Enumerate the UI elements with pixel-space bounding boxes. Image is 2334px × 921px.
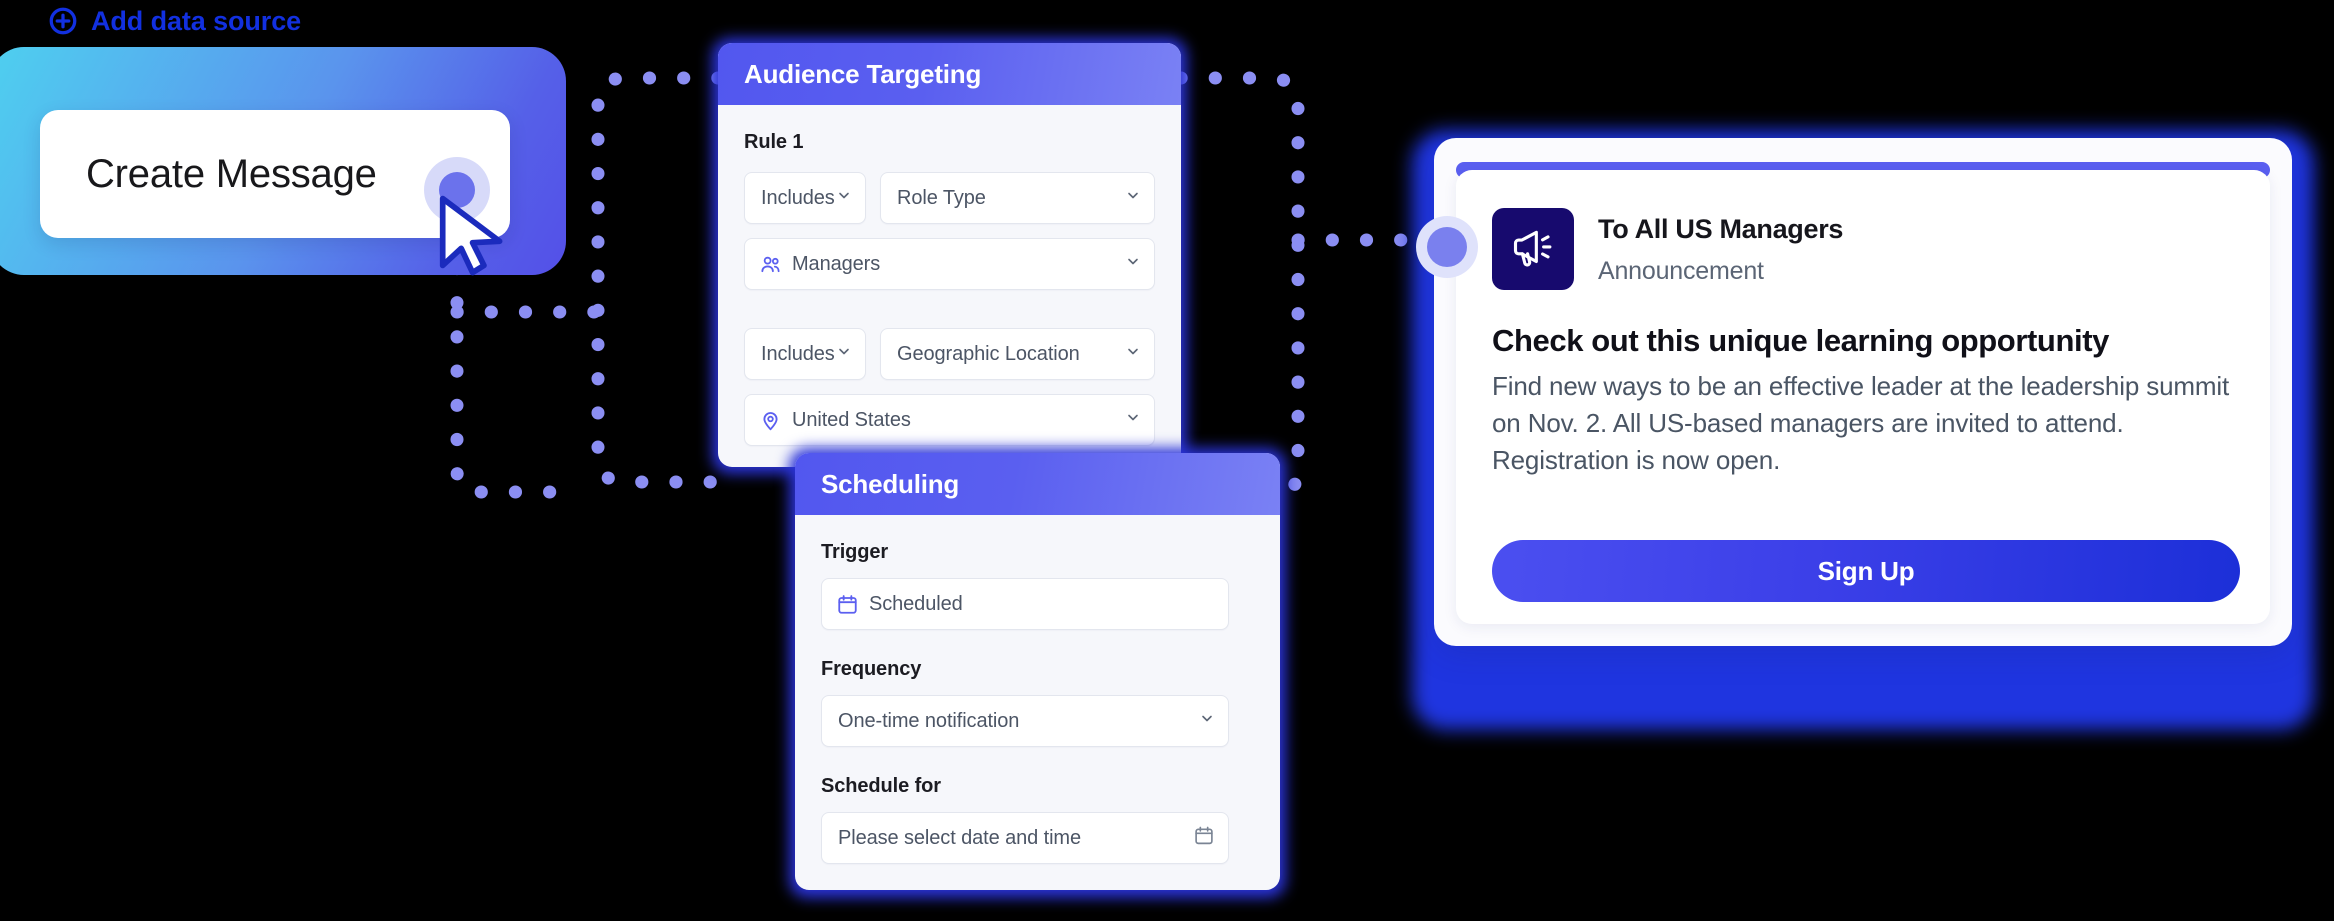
create-message-label: Create Message <box>86 151 377 196</box>
scheduling-panel: Scheduling Trigger Scheduled Frequency O… <box>795 453 1280 890</box>
calendar-icon <box>836 593 859 616</box>
announcement-body-text: Find new ways to be an effective leader … <box>1492 371 2230 475</box>
announcement-recipient: To All US Managers <box>1598 214 1844 244</box>
rule-1-operator-select[interactable]: Includes <box>744 172 866 224</box>
trigger-value: Scheduled <box>869 592 963 615</box>
frequency-select[interactable]: One-time notification <box>821 695 1229 747</box>
audience-panel-body: Rule 1 Includes Role Type <box>718 131 1181 446</box>
chevron-down-icon <box>1199 711 1215 732</box>
scheduling-panel-body: Trigger Scheduled Frequency One-time not… <box>795 541 1280 864</box>
chevron-down-icon <box>836 344 852 365</box>
frequency-value: One-time notification <box>838 709 1020 732</box>
chevron-down-icon <box>1125 188 1141 209</box>
schedule-for-placeholder: Please select date and time <box>838 826 1082 849</box>
map-pin-icon <box>759 409 782 432</box>
rule-2-value-select[interactable]: United States <box>744 394 1155 446</box>
rule-2-attribute-value: Geographic Location <box>897 342 1080 365</box>
schedule-for-datetime-input[interactable]: Please select date and time <box>821 812 1229 864</box>
rule-2-value-text: United States <box>792 408 911 431</box>
add-data-source-label: Add data source <box>91 5 302 36</box>
schedule-for-label: Schedule for <box>821 775 941 797</box>
frequency-label: Frequency <box>821 658 922 680</box>
audience-panel-title: Audience Targeting <box>744 58 982 89</box>
chevron-down-icon <box>1125 254 1141 275</box>
chevron-down-icon <box>1125 344 1141 365</box>
announcement-headline: Check out this unique learning opportuni… <box>1492 323 2109 358</box>
rule-1-attribute-select[interactable]: Role Type <box>880 172 1155 224</box>
announcement-connector-dot[interactable] <box>1427 227 1467 267</box>
rule-1-value-select[interactable]: Managers <box>744 238 1155 290</box>
rule-1-value-text: Managers <box>792 252 881 275</box>
rule-1-operator-value: Includes <box>761 186 835 209</box>
scheduling-panel-title: Scheduling <box>821 468 960 499</box>
chevron-down-icon <box>1125 410 1141 431</box>
rule-label: Rule 1 <box>744 131 804 153</box>
audience-panel-header: Audience Targeting <box>718 43 1181 105</box>
trigger-label: Trigger <box>821 541 889 563</box>
calendar-icon[interactable] <box>1193 825 1215 852</box>
announcement-type: Announcement <box>1598 257 1764 285</box>
chevron-down-icon <box>836 188 852 209</box>
scheduling-panel-header: Scheduling <box>795 453 1280 515</box>
audience-targeting-panel: Audience Targeting Rule 1 Includes Role … <box>718 43 1181 467</box>
add-data-source-button[interactable]: Add data source <box>48 0 301 42</box>
trigger-select[interactable]: Scheduled <box>821 578 1229 630</box>
mouse-pointer-icon <box>439 195 503 276</box>
rule-1-attribute-value: Role Type <box>897 186 986 209</box>
users-icon <box>759 253 782 276</box>
announcement-card: To All US Managers Announcement Check ou… <box>1434 138 2292 646</box>
announcement-content: To All US Managers Announcement Check ou… <box>1456 170 2270 624</box>
plus-circle-icon <box>48 6 78 36</box>
sign-up-button[interactable]: Sign Up <box>1492 540 2240 602</box>
rule-2-operator-select[interactable]: Includes <box>744 328 866 380</box>
create-message-card: Create Message <box>0 47 566 276</box>
rule-2-attribute-select[interactable]: Geographic Location <box>880 328 1155 380</box>
rule-2-operator-value: Includes <box>761 342 835 365</box>
megaphone-icon <box>1492 208 1574 290</box>
